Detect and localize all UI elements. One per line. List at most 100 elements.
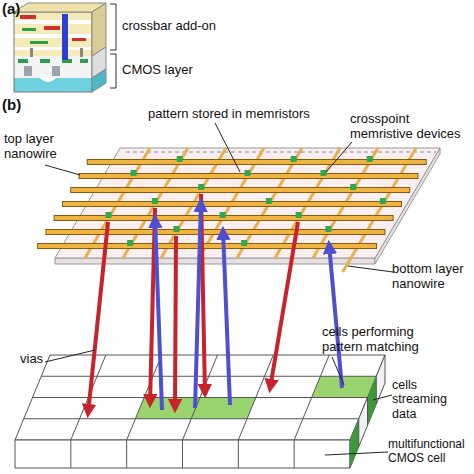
memristor [198,184,204,190]
callout-label: crosspoint memristive devices [350,112,470,142]
callout-label: pattern stored in memristors [148,107,368,122]
metal-line [20,15,36,19]
bottom-nanowire [343,148,416,272]
streaming-cell [368,376,377,425]
via-stub [80,48,83,57]
dielectric-strip [14,34,92,38]
cmos-gate [24,66,32,76]
memristor [296,212,302,218]
via-arrow-down [270,222,298,389]
top-nanowires [38,162,426,246]
leader-line [326,142,352,172]
leader-line [45,165,80,175]
leader-line [332,357,344,385]
grid-line [376,376,377,404]
callout-label: cells performing pattern matching [322,325,442,355]
top-nanowire [88,160,426,164]
memristors [106,156,386,246]
cmos-layer-band [14,56,92,78]
grid-front-face [15,440,350,468]
memristor [173,226,179,232]
memristor [380,198,386,204]
top-nanowire-outline [45,229,385,235]
top-nanowire-outline [62,201,402,207]
leader-line [325,452,388,455]
leader-line [348,266,393,272]
memristor [367,156,373,162]
cmos-contact [18,59,28,63]
memristor [350,184,356,190]
bracket [110,54,116,88]
grid-lines [24,355,377,468]
top-nanowire [63,202,401,206]
leader-line [45,350,95,362]
plane-surface [55,148,440,258]
memristor [241,240,247,246]
chip-outline [14,12,92,92]
callout-label: vias [20,352,60,367]
leader-lines [45,123,393,455]
grid-line [238,355,273,440]
memristor [106,212,112,218]
well [40,78,56,82]
top-nanowire [38,244,376,248]
bottom-nanowires [85,148,416,272]
panel-label: (a) [2,0,42,17]
chip-top-face [14,3,106,12]
layer-label: crossbar add-on [122,19,262,34]
grid-line [70,440,71,468]
grid-line [182,440,183,468]
callout-label: bottom layer nanowire [392,262,474,292]
leader-line [373,395,392,400]
memristor [325,226,331,232]
metal-line [30,41,48,44]
dashed-line [126,152,436,153]
grid-line [126,440,127,468]
callout-label: cells streaming data [392,378,474,421]
via-arrow-down [88,222,108,414]
metal-line [44,26,60,30]
matching-cell [312,376,377,397]
top-nanowire-outline [87,159,427,165]
callout-label: multifunctional CMOS cell [388,438,474,466]
grid-line [127,355,162,440]
grid-line [294,440,295,468]
metal-line [22,28,36,31]
memristor [220,212,226,218]
memristor [127,240,133,246]
bracket [110,4,116,50]
crossbar-band [14,12,92,56]
grid-side-face [350,355,385,468]
cmos-contact [80,59,88,63]
memristor [291,156,297,162]
memristor [245,170,251,176]
cmos-grid [15,355,385,468]
top-nanowire-outline [37,243,377,249]
leader-line [215,123,240,172]
memristor [152,198,158,204]
dielectric-strip [14,20,92,24]
top-nanowire-outline [70,187,410,193]
streaming-cell [350,419,359,468]
memristor [177,156,183,162]
crossbar-plane [37,148,440,272]
callout-label: top layer nanowire [4,132,74,162]
grid-line [294,355,329,440]
memristor [131,170,137,176]
top-nanowire-outlines [37,162,427,246]
panel-label: (b) [2,96,42,113]
chip-side-face [92,69,106,92]
via-arrow-up [155,218,162,410]
layer-label: CMOS layer [122,63,262,78]
via-arrow-down [175,236,176,409]
grid-line [367,398,368,426]
grid-top-face [15,355,385,440]
top-nanowire [46,230,384,234]
cmos-gate [52,66,60,76]
substrate [14,78,92,92]
chip-illustration [14,3,116,92]
top-nanowire [71,188,409,192]
memristor [321,170,327,176]
